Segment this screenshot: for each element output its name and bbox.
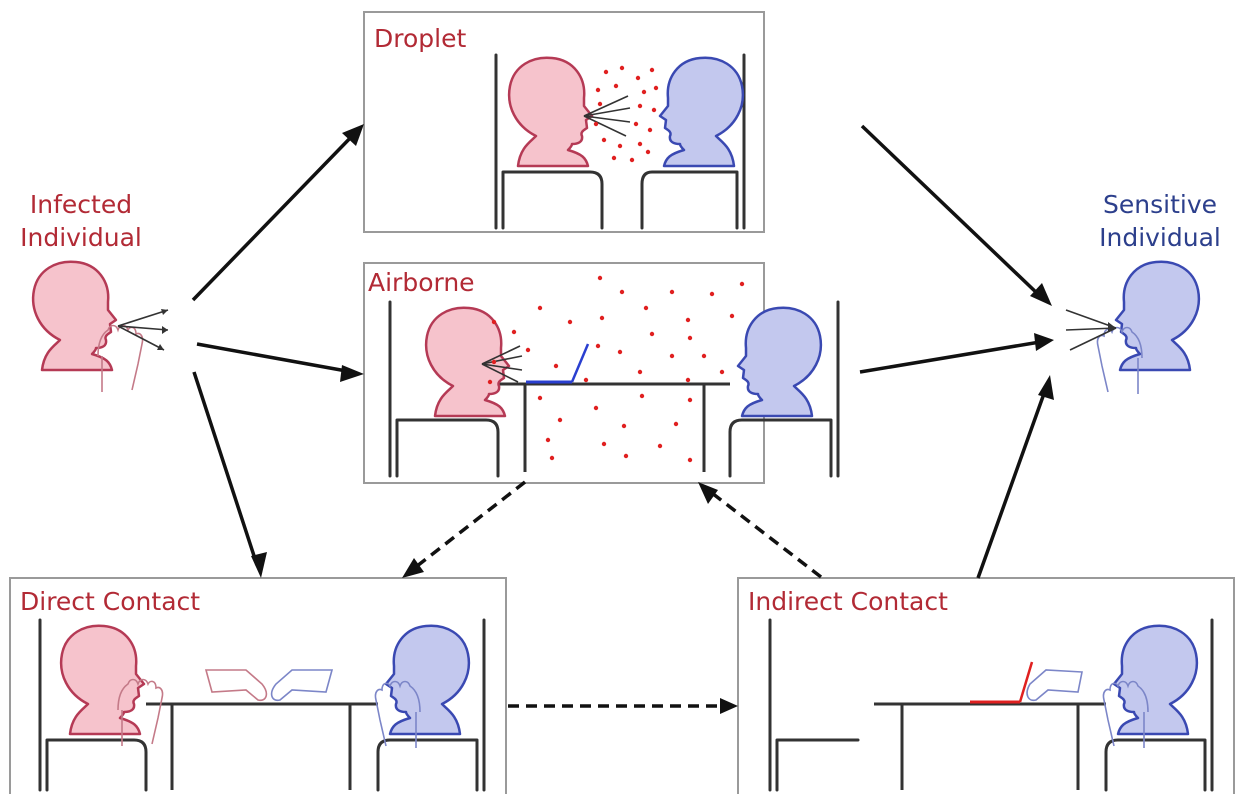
arrow-infected-to-direct	[192, 371, 267, 578]
droplet-title: Droplet	[374, 24, 466, 53]
laptop-icon	[526, 343, 590, 384]
airborne-particles	[487, 275, 745, 463]
droplet-particles	[593, 65, 659, 163]
indirect-contact-title: Indirect Contact	[748, 587, 948, 616]
hand-icon	[1026, 669, 1083, 702]
infected-person-figure	[31, 260, 169, 393]
arrow-indirect-to-sensitive	[976, 375, 1054, 579]
airborne-panel	[363, 262, 765, 484]
transmission-arrows	[191, 124, 1054, 714]
airborne-title: Airborne	[368, 268, 475, 297]
infected-label-line1: Infected	[30, 190, 132, 219]
arrow-direct-to-indirect-dashed	[508, 698, 738, 714]
sensitive-label-line1: Sensitive	[1103, 190, 1217, 219]
droplet-scene	[494, 53, 746, 230]
arrow-airborne-to-sensitive	[859, 333, 1054, 374]
sensitive-label-line2: Individual	[1099, 223, 1221, 252]
airborne-scene	[388, 275, 840, 478]
arrow-airborne-to-direct-dashed	[402, 480, 527, 578]
infected-label-line2: Individual	[20, 223, 142, 252]
arrow-droplet-to-sensitive	[860, 124, 1052, 306]
arrow-indirect-to-airborne-dashed	[698, 482, 823, 579]
arrow-infected-to-airborne	[196, 342, 364, 382]
sensitive-person-figure	[1065, 260, 1201, 395]
direct-contact-title: Direct Contact	[20, 587, 200, 616]
handshake-icon	[204, 669, 334, 702]
indirect-contact-scene	[768, 618, 1214, 792]
arrow-infected-to-droplet	[191, 124, 364, 302]
laptop-icon	[970, 661, 1034, 704]
direct-contact-scene	[38, 618, 486, 792]
